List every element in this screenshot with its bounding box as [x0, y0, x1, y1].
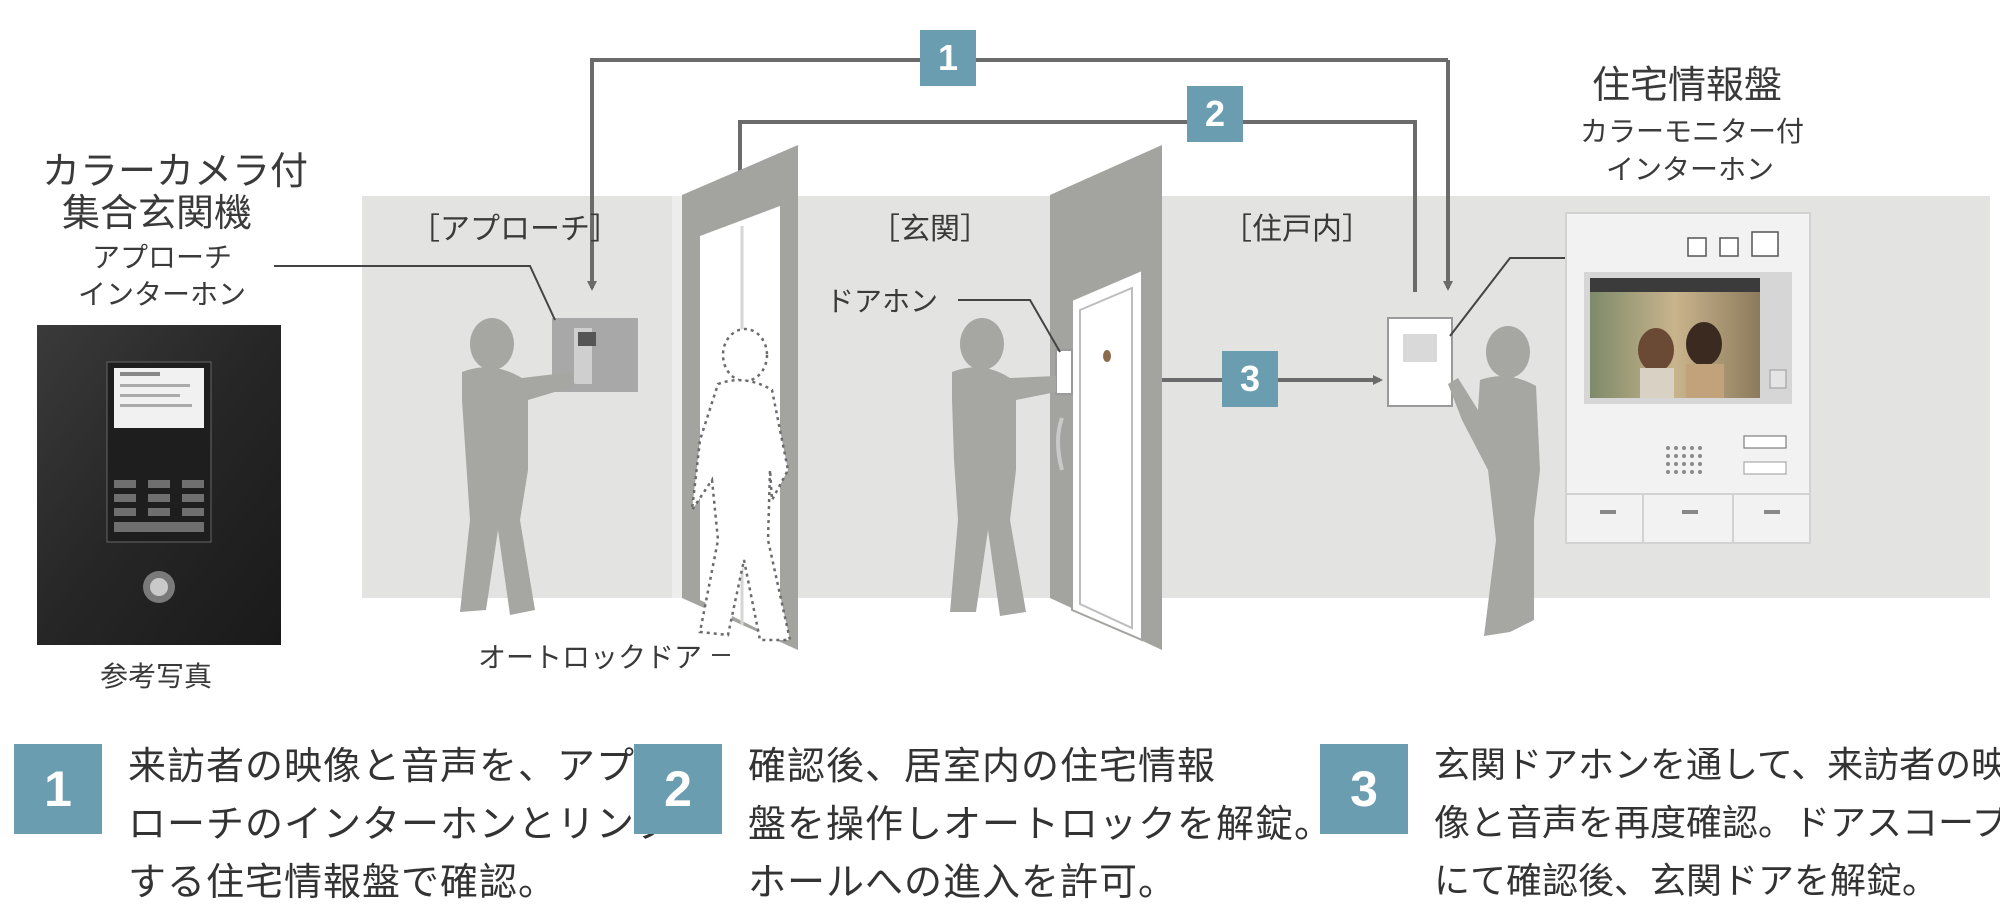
flow-badge-1: 1 [920, 30, 976, 86]
zone-inside: ［住戸内］ [1222, 212, 1372, 247]
monitor-icon [1387, 317, 1453, 407]
step-1-text: 来訪者の映像と音声を、アプ ローチのインターホンとリンク する住宅情報盤で確認。 [128, 737, 674, 911]
step-2-text: 確認後、居室内の住宅情報 盤を操作しオートロックを解錠。 ホールへの進入を許可。 [748, 737, 1333, 911]
door-phone-icon [1055, 349, 1073, 395]
autolock-door-label: オートロックドア [478, 641, 703, 674]
door-phone-leader [958, 299, 1061, 353]
residence-monitor-photo [1565, 212, 1811, 544]
left-device-sub-1: アプローチ [92, 241, 233, 274]
left-device-sub-2: インターホン [78, 278, 247, 311]
step-badge-1: 1 [14, 744, 102, 834]
zone-approach: ［アプローチ］ [410, 212, 620, 247]
right-device-title: 住宅情報盤 [1592, 63, 1783, 107]
left-device-title-2: 集合玄関機 [62, 191, 253, 235]
flow-badge-3: 3 [1222, 351, 1278, 407]
step-3-line-1: 玄関ドアホンを通して、来訪者の映 [1434, 745, 2000, 786]
step-2-line-3: ホールへの進入を許可。 [748, 860, 1178, 904]
step-2-line-2: 盤を操作しオートロックを解錠。 [748, 802, 1334, 846]
flow-badge-2: 2 [1187, 86, 1243, 142]
person-icon [460, 318, 575, 615]
step-3-text: 玄関ドアホンを通して、来訪者の映 像と音声を再度確認。ドアスコープ にて確認後、… [1434, 737, 2000, 911]
person-icon [950, 318, 1056, 616]
step-badge-2: 2 [634, 744, 722, 834]
visitor-outline-icon [690, 327, 792, 642]
entrance-door [1050, 145, 1162, 650]
step-3-line-3: にて確認後、玄関ドアを解錠。 [1434, 861, 1939, 902]
zone-entrance: ［玄関］ [870, 212, 990, 247]
monitor-leader [1449, 257, 1566, 337]
person-icon [1448, 326, 1540, 636]
step-1-line-3: する住宅情報盤で確認。 [128, 860, 558, 904]
step-badge-3: 3 [1320, 744, 1408, 834]
photo-caption: 参考写真 [100, 660, 213, 693]
right-device-sub-1: カラーモニター付 [1580, 115, 1805, 148]
step-1-line-2: ローチのインターホンとリンク [128, 802, 675, 846]
approach-intercom-icon [552, 318, 638, 392]
left-device-title-1: カラーカメラ付 [42, 149, 309, 193]
step-3-line-2: 像と音声を再度確認。ドアスコープ [1434, 803, 2000, 844]
door-phone-label: ドアホン [826, 285, 939, 318]
approach-leader [274, 265, 556, 321]
step-2-line-1: 確認後、居室内の住宅情報 [748, 744, 1217, 788]
step-1-line-1: 来訪者の映像と音声を、アプ [128, 744, 636, 788]
right-device-sub-2: インターホン [1606, 153, 1775, 186]
entrance-panel-photo [37, 325, 281, 645]
